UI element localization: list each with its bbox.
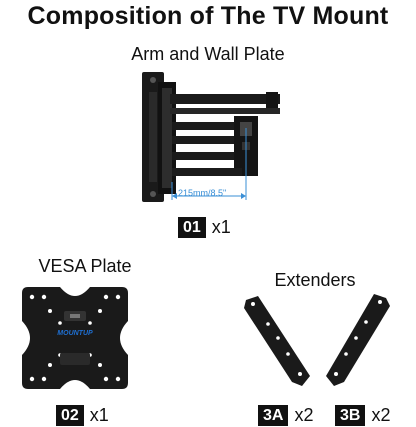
arm-quantity-value: x1	[211, 217, 231, 237]
page-title: Composition of The TV Mount	[27, 2, 389, 30]
vesa-heading: VESA Plate	[38, 256, 132, 276]
extender-3b-quantity-value: x2	[371, 405, 391, 425]
vesa-quantity-value: x1	[89, 405, 109, 425]
arm-quantity: 01 x1	[178, 217, 231, 238]
extender-3b-icon	[326, 294, 390, 386]
vesa-part-tag: 02	[56, 405, 84, 426]
extender-3b-tag: 3B	[335, 405, 366, 426]
vesa-plate-illustration	[22, 287, 128, 389]
vesa-quantity: 02 x1	[56, 405, 109, 426]
extender-3a-quantity: 3A x2	[258, 405, 313, 426]
extender-3a-quantity-value: x2	[294, 405, 314, 425]
arm-part-tag: 01	[178, 217, 206, 238]
extender-3a-tag: 3A	[258, 405, 289, 426]
extender-3a-icon	[244, 296, 310, 386]
arm-wall-plate-illustration	[142, 72, 280, 202]
extenders-illustration	[244, 294, 390, 386]
arm-heading: Arm and Wall Plate	[131, 44, 285, 64]
arm-dimension-label: 215mm/8.5"	[178, 188, 227, 198]
mountup-logo: MOUNTUP	[57, 330, 93, 337]
extender-3b-quantity: 3B x2	[335, 405, 390, 426]
extenders-heading: Extenders	[274, 270, 356, 290]
